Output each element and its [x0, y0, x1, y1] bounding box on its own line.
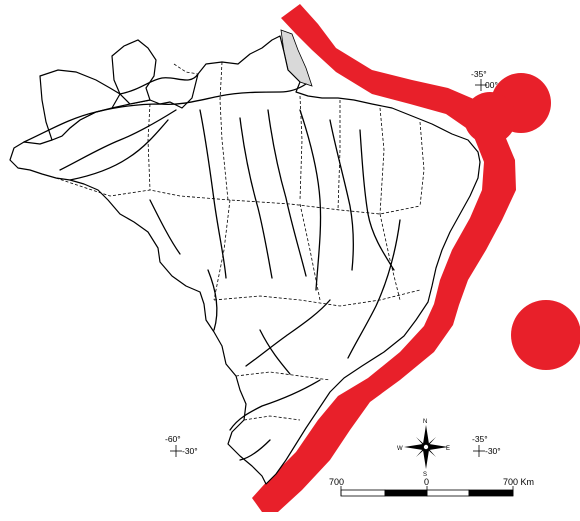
- scale-label-middle: 0: [424, 477, 429, 487]
- graticule-sw-lon: -60°: [165, 434, 181, 444]
- graticule-se-lon: -35°: [472, 434, 488, 444]
- rivers: [23, 73, 401, 461]
- scale-bar: [340, 486, 514, 497]
- compass-s-label: S: [423, 472, 427, 478]
- coastal-zone-band: [252, 4, 516, 512]
- state-boundaries: [55, 61, 425, 421]
- compass-w-label: W: [397, 446, 403, 452]
- scale-label-right: 700 Km: [503, 477, 534, 487]
- graticule-se-lat: -30°: [485, 446, 501, 456]
- graticule-cross-icon: [475, 79, 487, 91]
- graticule-cross-icon: [473, 445, 485, 457]
- island-zone-circle-east: [511, 300, 580, 370]
- scale-label-left: 700: [329, 477, 344, 487]
- compass-rose-icon: [404, 425, 448, 469]
- graticule-ne-lon: -35°: [471, 69, 487, 79]
- island-zone-circle-ne-small: [464, 92, 516, 144]
- compass-e-label: E: [446, 446, 450, 452]
- graticule-cross-icon: [170, 445, 182, 457]
- graticule-sw-lat: -30°: [182, 446, 198, 456]
- compass-n-label: N: [423, 419, 427, 425]
- graticule-ne-lat: 00°: [485, 80, 498, 90]
